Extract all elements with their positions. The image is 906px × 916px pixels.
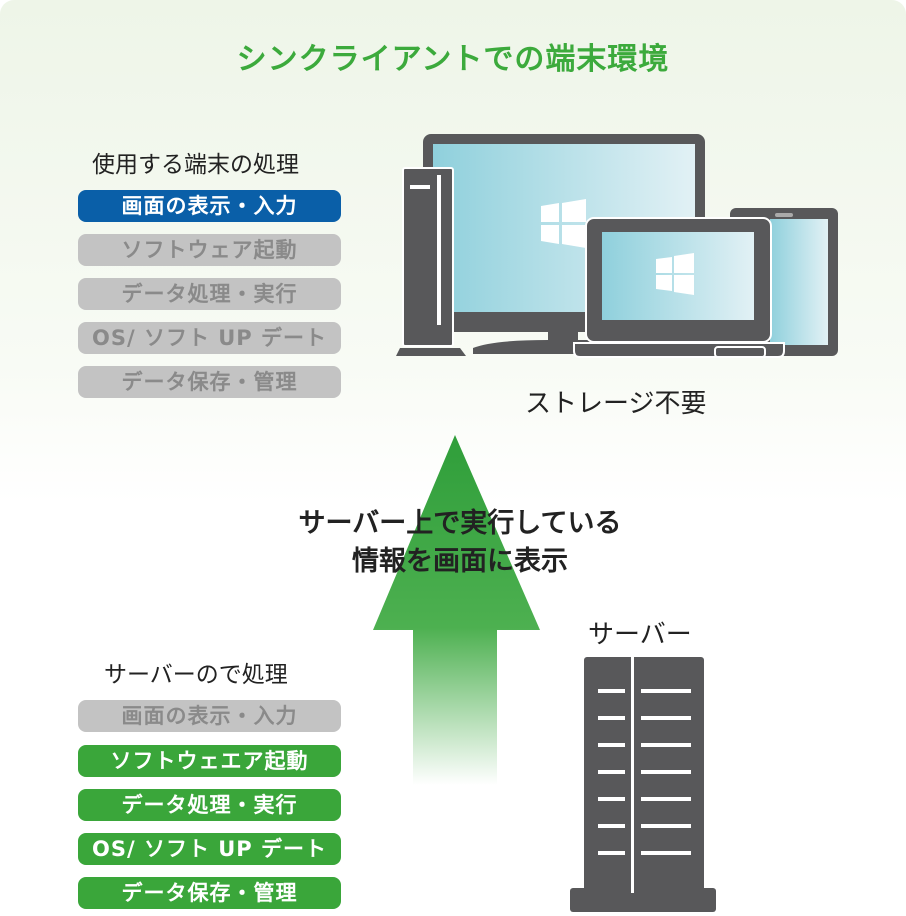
server-icon-label: サーバー: [588, 620, 692, 650]
server-item-data-storage: データ保存・管理: [78, 877, 341, 909]
client-item-data-storage: データ保存・管理: [78, 366, 341, 398]
server-heading: サーバーので処理: [104, 662, 288, 688]
diagram-title: シンクライアントでの端末環境: [236, 42, 670, 77]
arrow-caption: サーバー上で実行している 情報を画面に表示: [230, 505, 690, 581]
upload-arrow-icon: [373, 435, 540, 785]
client-heading: 使用する端末の処理: [92, 152, 299, 178]
client-item-display-input: 画面の表示・入力: [78, 190, 341, 222]
arrow-caption-line-2: 情報を画面に表示: [352, 546, 568, 577]
client-item-software-launch: ソフトウェア起動: [78, 234, 341, 266]
client-item-os-update: OS/ ソフト UP デート: [78, 322, 341, 354]
storage-not-needed-caption: ストレージ不要: [525, 389, 707, 419]
server-item-display-input: 画面の表示・入力: [78, 700, 341, 732]
server-item-software-launch: ソフトウェエア起動: [78, 745, 341, 777]
laptop-icon: [573, 217, 785, 358]
arrow-caption-line-1: サーバー上で実行している: [298, 508, 622, 539]
desktop-tower-icon: [396, 167, 466, 356]
server-item-data-processing: データ処理・実行: [78, 789, 341, 821]
client-item-data-processing: データ処理・実行: [78, 278, 341, 310]
server-item-os-update: OS/ ソフト UP デート: [78, 833, 341, 865]
server-icon: [570, 657, 716, 912]
